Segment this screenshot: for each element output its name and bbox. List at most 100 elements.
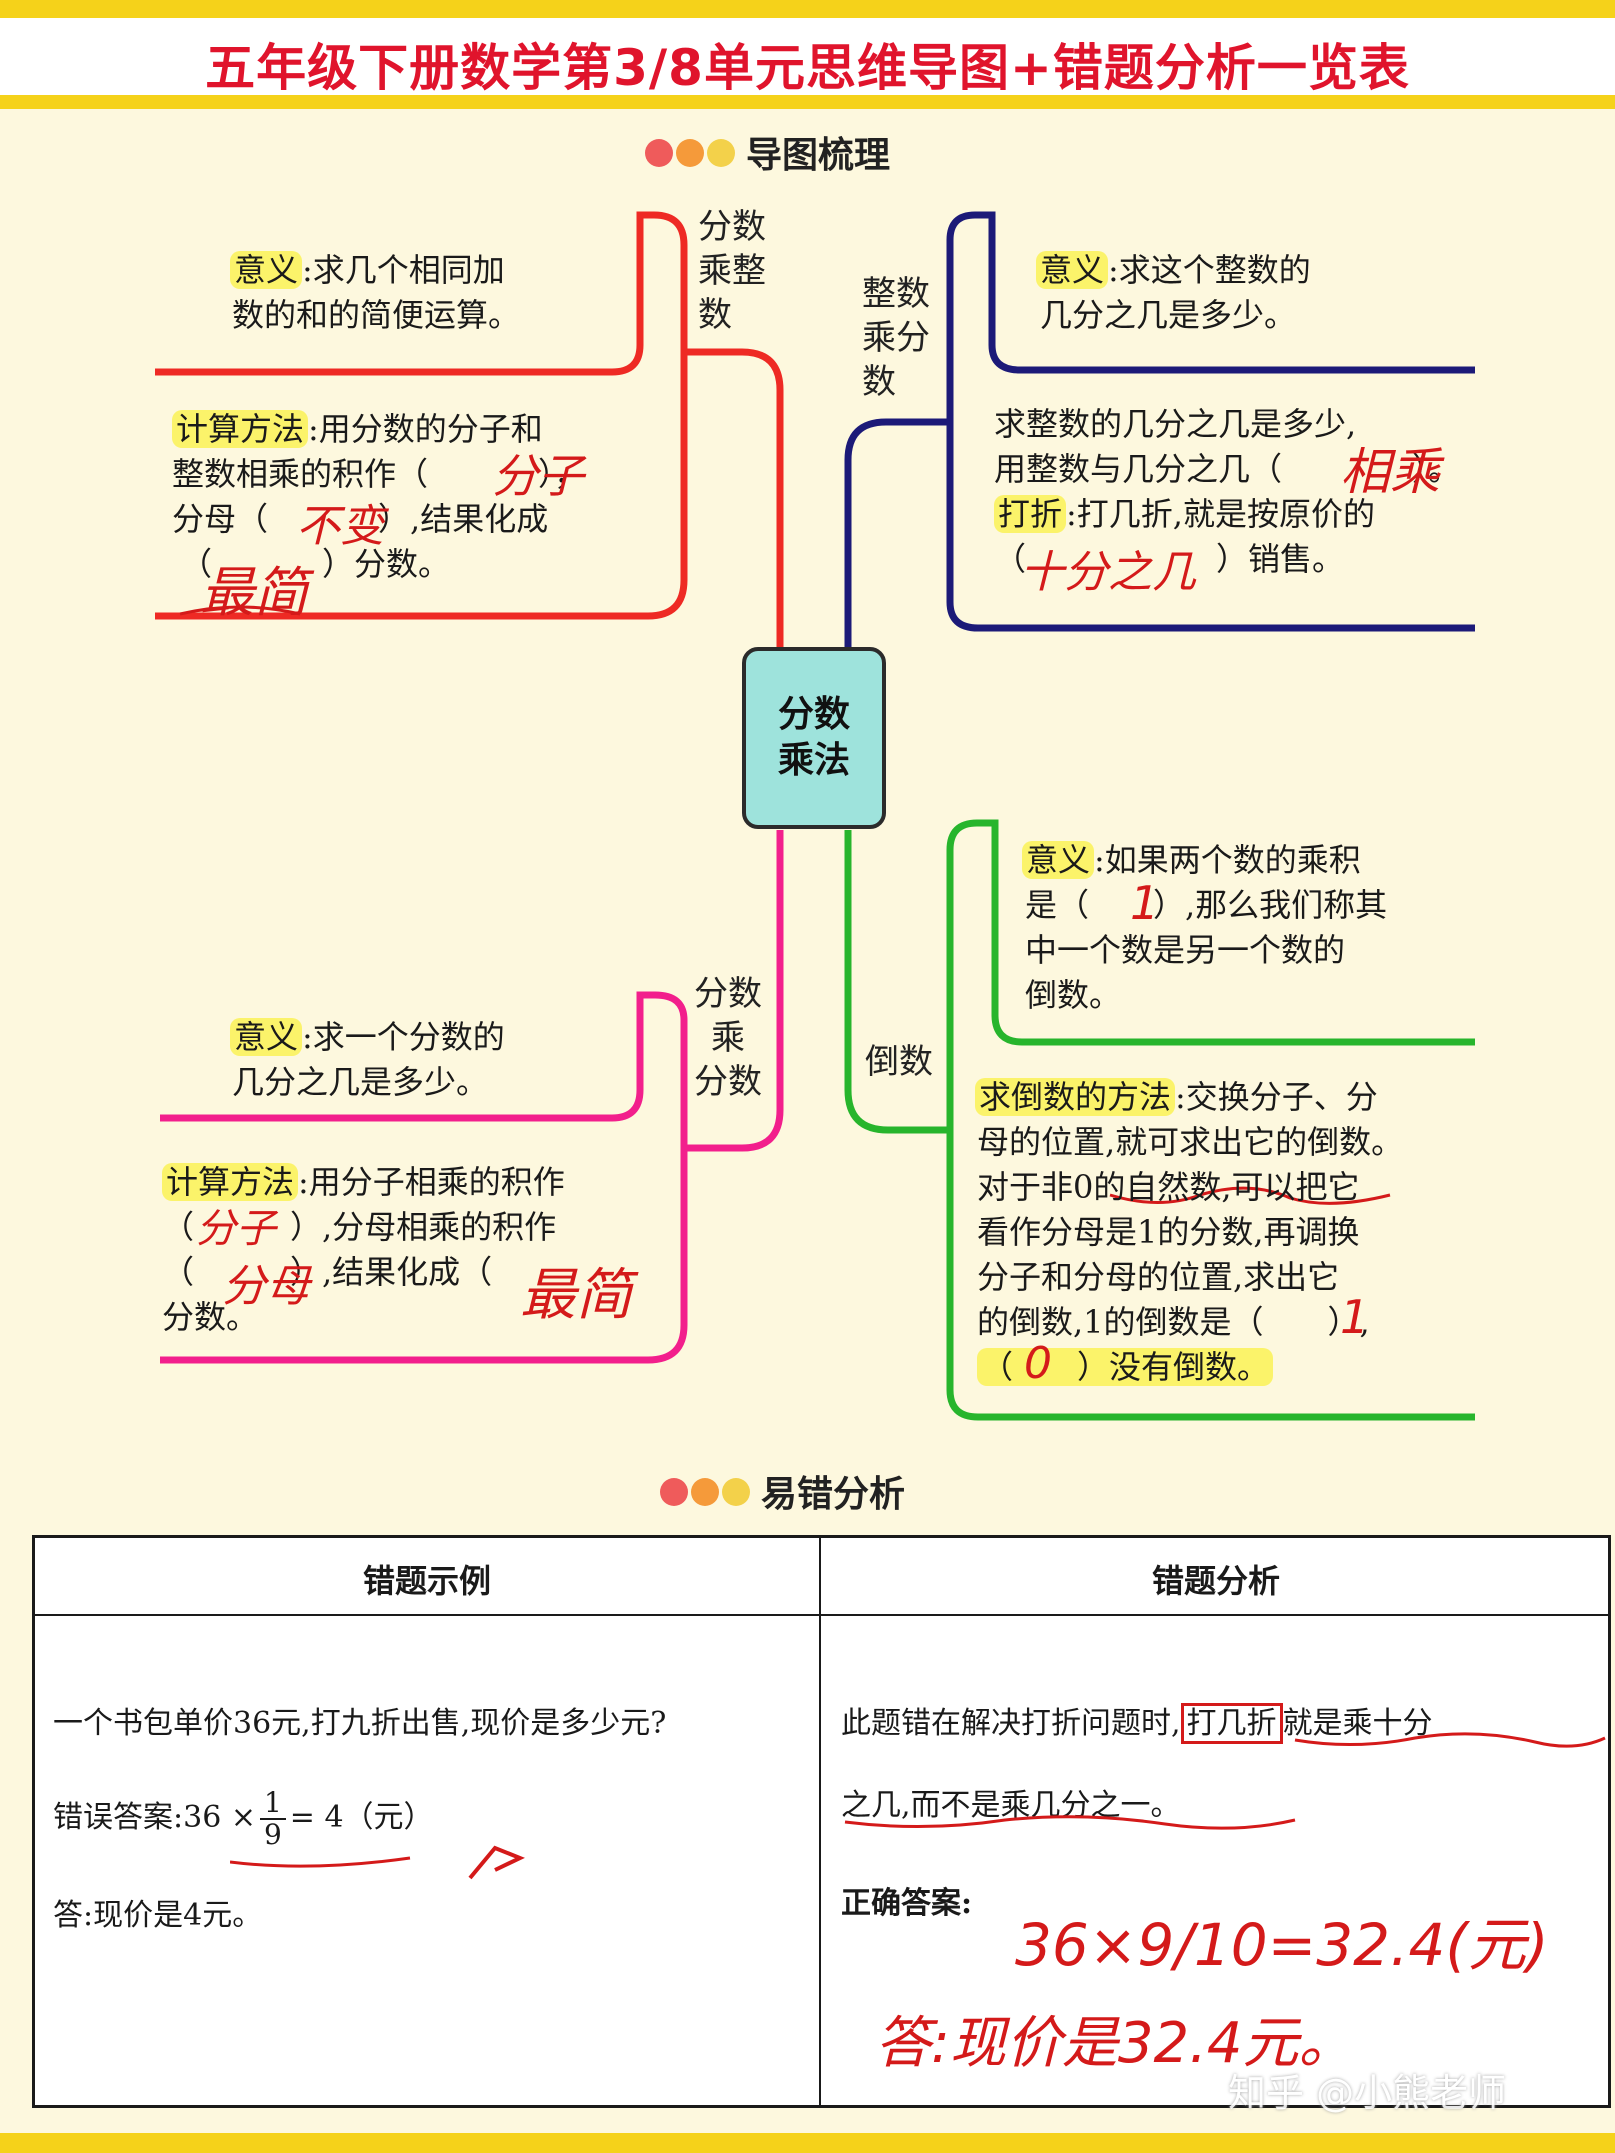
branch-line-pink-bottom	[160, 1148, 688, 1364]
handwriting-answer: 1	[1340, 1290, 1370, 1344]
tr-meaning: 意义:求这个整数的	[1036, 248, 1311, 293]
analysis-line2: 之几,而不是乘几分之一。	[841, 1788, 1181, 1823]
analysis-boxed: 打几折	[1180, 1703, 1283, 1744]
fraction-denominator: 9	[263, 1818, 282, 1851]
bl-method-line2: （ ）,分母相乘的积作	[162, 1208, 557, 1246]
br-method: 求倒数的方法:交换分子、分	[975, 1075, 1378, 1120]
handwriting-answer: 0	[1024, 1338, 1052, 1389]
tr-discount-text: :打几折,就是按原价的	[1066, 495, 1375, 533]
br-meaning-line4: 倒数。	[1025, 976, 1122, 1014]
branch-label-line: 分数	[698, 207, 766, 247]
center-node: 分数 乘法	[742, 647, 886, 829]
br-method-line: 的倒数,1的倒数是（ ）,	[977, 1303, 1370, 1341]
errors-section-heading: 易错分析	[660, 1465, 905, 1517]
handwriting-answer: 不变	[296, 501, 384, 552]
tl-meaning-key: 意义	[230, 251, 303, 289]
branch-label-line: 乘整	[698, 251, 766, 291]
bl-method-key: 计算方法	[162, 1163, 299, 1201]
tr-discount-line2-end: ）销售。	[1216, 540, 1345, 578]
br-method-line-last-text: （ ）没有倒数。	[977, 1348, 1274, 1386]
example-question: 一个书包单价36元,打九折出售,现价是多少元?	[53, 1706, 667, 1741]
tl-method-line3-end: ）,结果化成	[378, 500, 549, 538]
tl-meaning-text2: 数的和的简便运算。	[232, 296, 521, 334]
bl-meaning-text2: 几分之几是多少。	[232, 1063, 489, 1101]
br-method-line: 对于非0的自然数,可以把它	[977, 1168, 1360, 1206]
handwriting-answer: 最简	[200, 561, 308, 624]
wrong-answer-conclusion: 答:现价是4元。	[53, 1898, 263, 1933]
br-method-line-last: （ ）没有倒数。	[977, 1345, 1274, 1390]
tr-meaning-text: :求这个整数的	[1108, 251, 1311, 289]
tl-method-text: :用分数的分子和	[308, 410, 543, 448]
bottom-stripe	[0, 2133, 1615, 2153]
tr-discount: 打折:打几折,就是按原价的	[994, 492, 1375, 537]
flower-icon	[645, 139, 673, 167]
mindmap-section-title: 导图梳理	[746, 135, 891, 176]
tr-discount-line2-start: （	[994, 540, 1027, 578]
branch-line-green-top	[844, 819, 1475, 1134]
handwriting-answer: 分子	[492, 449, 584, 503]
tl-method-line3: 分母（ ）,结果化成	[172, 497, 548, 542]
bl-method-line4: 分数。	[162, 1298, 259, 1336]
tr-line2-end: ）。	[1412, 450, 1461, 488]
wrong-underline	[230, 1856, 411, 1868]
wrong-mark	[230, 1845, 525, 1880]
tr-meaning-text2: 几分之几是多少。	[1040, 296, 1297, 334]
table-header-example: 错题示例	[362, 1562, 491, 1600]
tl-method-line2-start: 整数相乘的积作（	[172, 455, 429, 493]
branch-label-fraction-times-integer: 分数 乘整 数	[698, 205, 766, 337]
flower-icon	[722, 1478, 750, 1506]
wrong-answer-post: = 4（元）	[289, 1800, 434, 1835]
branch-label-line: 乘分	[862, 318, 930, 358]
table-column-divider	[819, 1538, 821, 2105]
bl-meaning-key: 意义	[230, 1018, 303, 1056]
tl-method-line4-end: ）分数。	[322, 545, 451, 583]
handwriting-underline	[1294, 1732, 1606, 1748]
analysis-underlines	[844, 1732, 1606, 1830]
tl-method-line3-start: 分母（	[172, 500, 269, 538]
flower-icon	[676, 139, 704, 167]
branch-label-integer-times-fraction: 整数 乘分 数	[862, 272, 930, 404]
br-method-line: 母的位置,就可求出它的倒数。	[977, 1123, 1404, 1161]
branch-label-fraction-times-fraction: 分数 乘 分数	[694, 972, 762, 1104]
bl-meaning: 意义:求一个分数的	[230, 1015, 505, 1060]
handwriting-underline	[844, 1815, 1296, 1830]
center-node-line1: 分数	[777, 694, 850, 735]
center-node-line2: 乘法	[777, 740, 850, 781]
branch-line-green-bottom	[946, 1130, 1475, 1421]
tr-meaning-key: 意义	[1036, 251, 1109, 289]
branch-label-line: 数	[862, 362, 896, 402]
mindmap-connectors	[155, 211, 1475, 1421]
handwriting-answer: 十分之几	[1020, 547, 1196, 598]
wrong-check-icon	[468, 1845, 525, 1880]
handwriting-answer: 相乘	[1340, 443, 1440, 501]
br-meaning-line2: 是（ ）,那么我们称其	[1025, 886, 1388, 924]
branch-line-red-bottom	[155, 352, 688, 620]
tl-meaning: 意义:求几个相同加	[230, 248, 505, 293]
tr-discount-key: 打折	[994, 495, 1067, 533]
tl-method-line2-end: ），	[538, 455, 587, 493]
tr-line1: 求整数的几分之几是多少,	[994, 405, 1357, 443]
wrong-answer-pre: 36 ×	[183, 1800, 256, 1835]
error-analysis-table: 错题示例 错题分析 一个书包单价36元,打九折出售,现价是多少元? 错误答案:3…	[32, 1535, 1611, 2108]
handwriting-answer: 最简	[520, 1263, 632, 1328]
br-meaning-line3: 中一个数是另一个数的	[1025, 931, 1346, 969]
wrong-answer-label: 错误答案:	[53, 1800, 184, 1835]
tl-method-key: 计算方法	[172, 410, 309, 448]
correct-answer-handwriting: 36×9/10=32.4(元)	[1015, 1911, 1549, 1979]
branch-label-line: 分数	[694, 1062, 762, 1102]
flower-icon	[691, 1478, 719, 1506]
flower-icon	[660, 1478, 688, 1506]
handwriting-stroke	[179, 605, 301, 616]
analysis-pre: 此题错在解决打折问题时,	[841, 1706, 1181, 1741]
branch-line-navy-top	[844, 211, 1475, 650]
title-band	[0, 18, 1615, 95]
tl-method: 计算方法:用分数的分子和	[172, 407, 543, 452]
br-method-line: 看作分母是1的分数,再调换	[977, 1213, 1360, 1251]
branch-line-navy-bottom	[946, 422, 1475, 632]
tr-line2-start: 用整数与几分之几（	[994, 450, 1283, 488]
bl-method-text: :用分子相乘的积作	[298, 1163, 565, 1201]
title-underline-stripe	[0, 95, 1615, 109]
top-stripe	[0, 0, 1615, 18]
